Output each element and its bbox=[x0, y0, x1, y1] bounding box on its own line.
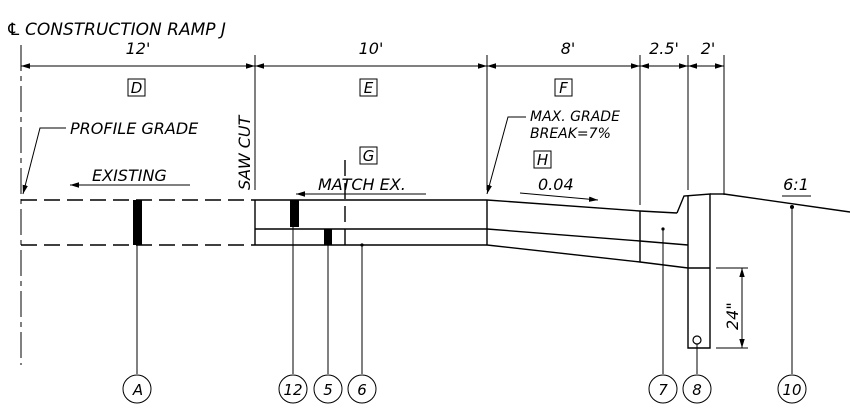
dimension-row: 12' 10' 8' 2.5' 2' bbox=[21, 39, 725, 205]
curb-and-gutter bbox=[676, 193, 711, 349]
side-slope: 6:1 bbox=[710, 175, 850, 213]
slope-note: 0.04 bbox=[538, 175, 574, 194]
match-existing-pavement bbox=[254, 160, 487, 247]
max-grade-note-line1: MAX. GRADE bbox=[530, 109, 620, 125]
saw-cut-note: SAW CUT bbox=[235, 114, 254, 190]
dim-label-2ft: 2' bbox=[701, 39, 716, 58]
profile-grade-leader bbox=[22, 127, 66, 195]
drawing-title: CONSTRUCTION RAMP J bbox=[25, 20, 226, 40]
dim-label-10ft: 10' bbox=[359, 39, 384, 58]
max-grade-note-line2: BREAK=7% bbox=[530, 126, 611, 142]
callout-5: 5 bbox=[313, 374, 343, 404]
centerline-symbol: ℄ bbox=[6, 20, 21, 40]
existing-note: EXISTING bbox=[92, 166, 167, 185]
section-label-d: D bbox=[127, 78, 146, 97]
existing-pavement bbox=[21, 199, 255, 246]
max-grade-leader bbox=[486, 116, 526, 195]
callout-leaders bbox=[136, 207, 793, 374]
section-label-g: G bbox=[359, 146, 378, 165]
svg-text:10: 10 bbox=[782, 381, 801, 399]
callout-6: 6 bbox=[347, 374, 377, 404]
dim-label-12ft: 12' bbox=[126, 39, 151, 58]
drain-pipe-icon bbox=[692, 335, 702, 345]
callout-a: A bbox=[122, 374, 152, 404]
dim-label-2-5ft: 2.5' bbox=[649, 39, 679, 58]
dim-label-24in: 24" bbox=[723, 302, 742, 330]
dim-label-8ft: 8' bbox=[561, 39, 576, 58]
svg-text:E: E bbox=[364, 79, 374, 97]
section-label-e: E bbox=[359, 78, 378, 97]
depth-dimension: 24" bbox=[716, 267, 748, 349]
svg-text:7: 7 bbox=[658, 381, 668, 399]
section-label-f: F bbox=[554, 78, 573, 97]
svg-text:6: 6 bbox=[357, 381, 367, 399]
section-label-h: H bbox=[533, 150, 552, 169]
match-existing-note: MATCH EX. bbox=[318, 175, 406, 194]
svg-text:G: G bbox=[363, 147, 375, 165]
new-pavement bbox=[486, 199, 710, 269]
slope-arrow bbox=[519, 192, 599, 202]
profile-grade-note: PROFILE GRADE bbox=[70, 119, 199, 138]
svg-text:5: 5 bbox=[323, 381, 333, 399]
callout-10: 10 bbox=[777, 374, 807, 404]
svg-text:A: A bbox=[132, 381, 143, 399]
callout-8: 8 bbox=[682, 374, 712, 404]
side-slope-label: 6:1 bbox=[783, 175, 809, 194]
svg-text:H: H bbox=[537, 151, 548, 169]
callout-12: 12 bbox=[278, 374, 308, 404]
svg-text:8: 8 bbox=[692, 381, 702, 399]
callout-7: 7 bbox=[648, 374, 678, 404]
svg-text:12: 12 bbox=[283, 381, 302, 399]
svg-text:F: F bbox=[559, 79, 568, 97]
svg-text:D: D bbox=[131, 79, 143, 97]
